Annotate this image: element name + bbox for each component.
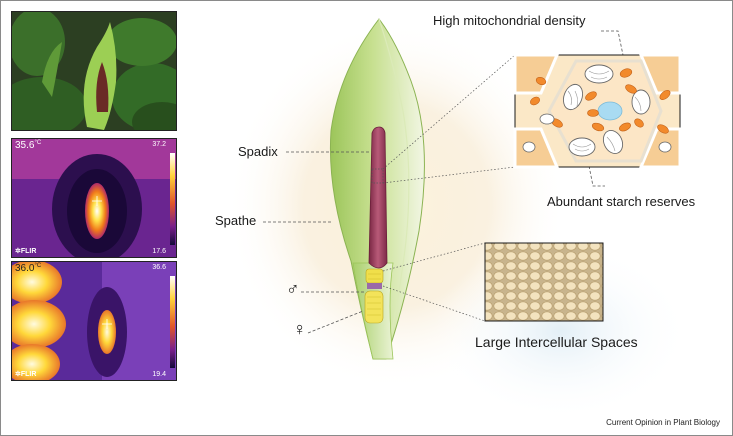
thermal-panel-2: 36.0°C 36.6 19.4 ✲FLIR (11, 261, 177, 381)
flir-logo-icon: ✲ (15, 371, 21, 378)
photo-panel (11, 11, 177, 131)
intercellular-inset (484, 242, 604, 322)
sterile-flowers (367, 283, 382, 289)
thermal-1-scale-max: 37.2 (152, 141, 166, 148)
starch-label: Abundant starch reserves (547, 194, 696, 209)
thermal-image-2 (12, 262, 176, 380)
female-symbol: ♀ (293, 319, 307, 339)
thermal-1-unit: °C (34, 140, 42, 146)
plant-photo (12, 12, 176, 130)
thermal-2-brand: FLIR (20, 371, 37, 378)
thermal-1-temp: 35.6 (15, 140, 35, 151)
thermal-1-brand: FLIR (20, 248, 37, 255)
male-flowers (365, 268, 384, 284)
leader-lines (263, 151, 371, 334)
thermal-2-scale-max: 36.6 (152, 264, 166, 271)
journal-credit: Current Opinion in Plant Biology (606, 418, 720, 427)
thermal-2-scale-min: 19.4 (152, 371, 166, 378)
spathe-label: Spathe (215, 213, 257, 228)
mitochondria-label: High mitochondrial density (433, 13, 586, 28)
female-flowers (364, 290, 384, 324)
cell-inset (513, 53, 682, 169)
thermal-2-temp: 36.0 (15, 263, 35, 274)
thermal-1-scale-min: 17.6 (152, 248, 166, 255)
male-symbol: ♂ (286, 279, 300, 299)
thermal-image-1 (12, 139, 176, 257)
intercellular-label: Large Intercellular Spaces (475, 334, 638, 350)
spadix-label: Spadix (238, 144, 278, 159)
thermal-panel-1: 35.6°C 37.2 17.6 ✲FLIR (11, 138, 177, 258)
spadix-shape (368, 126, 388, 269)
thermal-2-unit: °C (34, 263, 42, 269)
flir-logo-icon: ✲ (15, 248, 21, 255)
